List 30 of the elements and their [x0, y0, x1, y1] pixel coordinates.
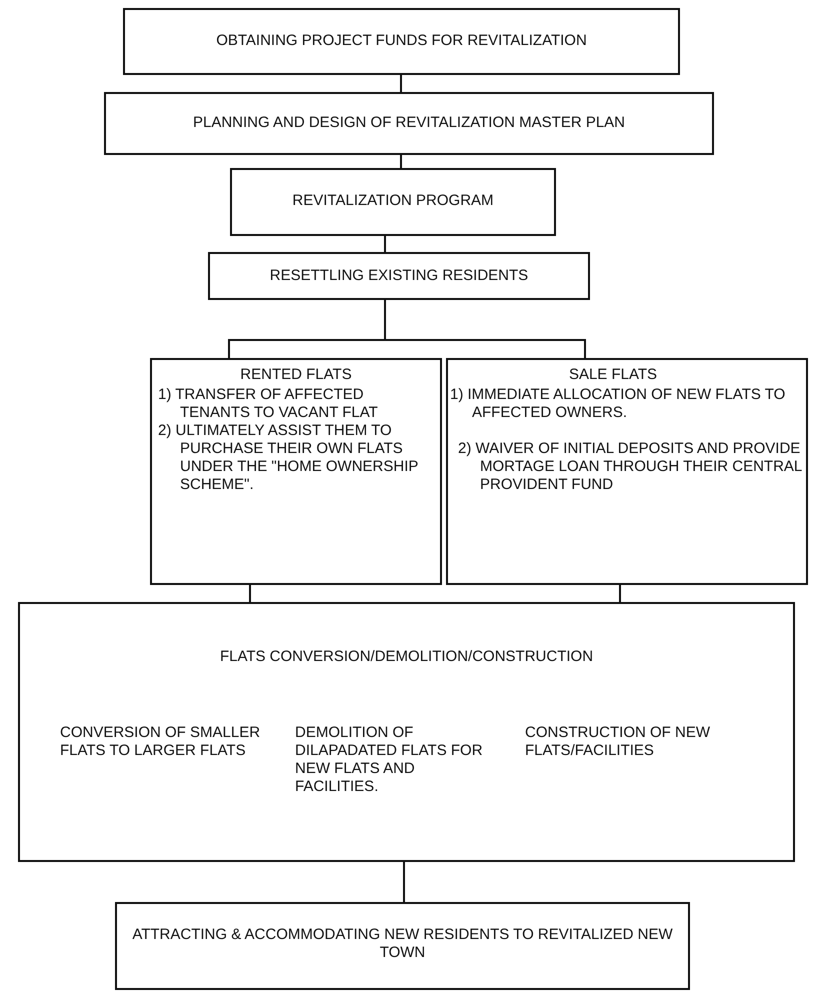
- box-text: ATTRACTING & ACCOMMODATING NEW RESIDENTS TO REVITALIZED NEW TOWN: [131, 926, 674, 962]
- box-text: DEMOLITION OF DILAPADATED FLATS FOR NEW FLATS AND FACILITIES.: [295, 724, 484, 796]
- connector-line: [249, 585, 251, 602]
- box-text: RESETTLING EXISTING RESIDENTS: [268, 267, 530, 285]
- box-heading: RENTED FLATS: [239, 366, 353, 384]
- process-box: [18, 602, 795, 862]
- box-text: 1) IMMEDIATE ALLOCATION OF NEW FLATS TO AFFECTED OWNERS.: [450, 386, 786, 422]
- connector-line: [384, 300, 586, 358]
- connector-line: [619, 585, 621, 602]
- box-text: PLANNING AND DESIGN OF REVITALIZATION MASTER PLAN: [192, 114, 626, 132]
- box-text: OBTAINING PROJECT FUNDS FOR REVITALIZATION: [215, 32, 588, 50]
- connector-line: [403, 862, 405, 902]
- box-text: 2) ULTIMATELY ASSIST THEM TO PURCHASE THEIR OWN FLATS UNDER THE "HOME OWNERSHIP SCHEME".: [158, 422, 420, 494]
- box-heading: SALE FLATS: [568, 366, 658, 384]
- box-text: CONVERSION OF SMALLER FLATS TO LARGER FLATS: [60, 724, 262, 760]
- connector-line: [384, 236, 386, 252]
- box-text: CONSTRUCTION OF NEW FLATS/FACILITIES: [525, 724, 711, 760]
- connector-line: [400, 155, 402, 168]
- box-text: 2) WAIVER OF INITIAL DEPOSITS AND PROVIDE MORTAGE LOAN THROUGH THEIR CENTRAL PROVIDENT FUND: [458, 440, 803, 494]
- connector-line: [400, 75, 402, 92]
- process-box: [115, 902, 690, 990]
- process-box: [446, 358, 808, 585]
- box-text: REVITALIZATION PROGRAM: [291, 192, 495, 210]
- box-heading: FLATS CONVERSION/DEMOLITION/CONSTRUCTION: [218, 648, 594, 666]
- process-box: [123, 8, 680, 75]
- box-text: 1) TRANSFER OF AFFECTED TENANTS TO VACANT FLAT: [158, 386, 379, 422]
- process-box: [208, 252, 590, 300]
- process-box: [104, 92, 714, 155]
- process-box: [230, 168, 556, 236]
- process-box: [150, 358, 442, 585]
